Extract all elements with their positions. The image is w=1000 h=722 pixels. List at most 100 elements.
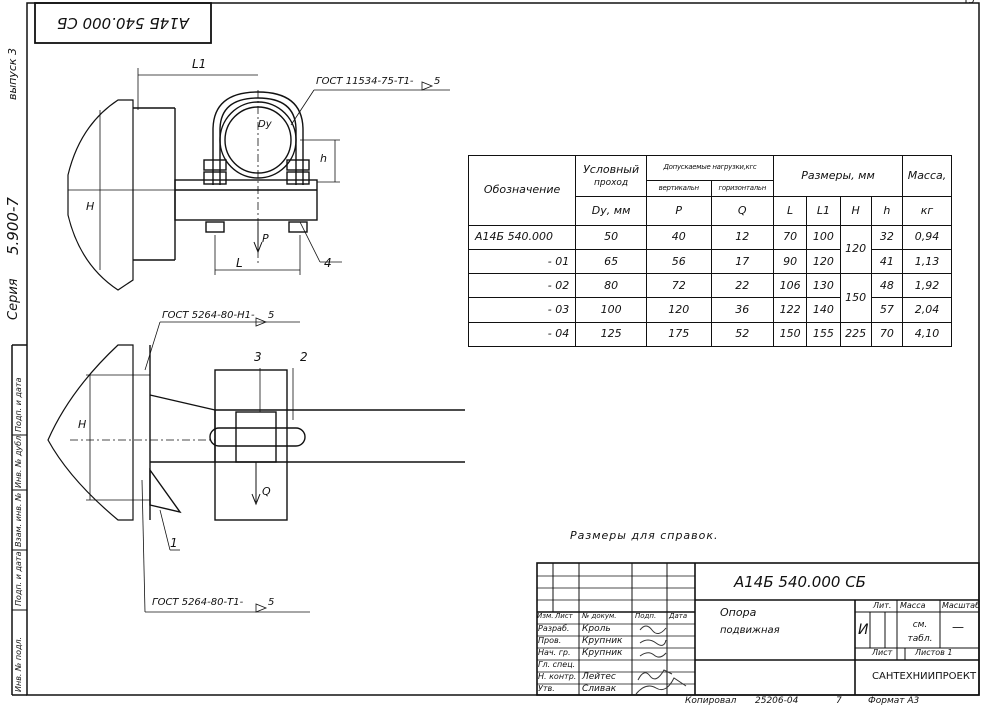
cell-mass: 0,94 [902,224,952,250]
head-date: Дата [669,612,688,620]
head-change: Изм. [537,612,554,620]
side-cell-1: Инв. № подл. [14,636,23,692]
cell-L1: 130 [806,273,841,299]
cell-dy: 80 [575,273,647,299]
role-name: Кроль [582,624,611,634]
item-3-label: 3 [254,350,262,364]
cell-dy: 125 [575,321,647,348]
title-name-line2: подвижная [720,625,780,636]
mass-label: Масса [900,601,926,610]
role-label: Утв. [538,684,555,693]
dim-h-label: h [320,152,327,165]
col-bore-line1: Условный [583,162,640,176]
signature-2 [639,639,667,646]
role-name: Крупник [582,636,623,646]
col-P-header: P [645,196,712,226]
role-label: Пров. [538,636,562,645]
footer-number: 25206-04 [755,696,799,706]
col-h-header: h [870,196,904,226]
signature-5 [635,677,687,695]
sheets-label: Листов 1 [915,648,953,657]
dim-H-label-bottom: H [78,418,87,431]
col-bore-line2: проход [594,177,629,188]
item-2-label: 2 [300,350,308,364]
series-number: 5.900-7 [4,197,22,255]
item-4-label: 4 [324,256,332,270]
cell-q: 22 [710,273,774,299]
head-sheet: Лист [555,612,573,620]
signature-4 [637,669,673,681]
role-name: Лейтес [582,672,616,682]
col-mass-unit: кг [902,196,952,226]
top-view [67,68,450,291]
bottom-view [47,317,465,613]
cell-L: 150 [772,321,808,348]
cell-L1: 140 [806,297,841,323]
weld-leg-bottom: 5 [268,597,275,608]
cell-dy: 65 [575,248,647,275]
cell-h: 57 [870,297,904,323]
cell-designation: - 01 [467,248,577,275]
cell-L: 122 [772,297,808,323]
role-label: Гл. спец. [538,660,576,669]
cell-mass: 1,13 [902,248,952,275]
cell-p: 175 [645,321,712,348]
side-cell-4: Инв. № дубл. [14,433,23,488]
scale-label: Масштаб [942,601,981,610]
table-row: - 03 100 120 36 122 140 57 2,04 [467,297,952,323]
title-designation: А14Б 540.000 СБ [734,573,866,591]
col-L-header: L [772,196,808,226]
load-Q-label: Q [262,485,271,498]
table-row: - 04 125 175 52 150 155 225 70 4,10 [467,321,952,348]
cell-H: 150 [839,273,872,323]
lit-value: И [858,622,869,638]
table-row: - 01 65 56 17 90 120 41 1,13 [467,248,952,275]
lit-label: Лит. [873,601,892,610]
gost-callout-mid: ГОСТ 5264-80-Н1- [162,310,255,321]
title-block-grid [536,562,980,696]
cell-designation: - 03 [467,297,577,323]
gost-callout-top: ГОСТ 11534-75-Т1- [316,76,414,87]
corner-number: 5 [969,0,975,6]
signature-1 [639,625,667,634]
col-Q-header: Q [710,196,774,226]
cell-L: 70 [772,224,808,250]
cell-q: 52 [710,321,774,348]
cell-q: 17 [710,248,774,275]
cell-h: 70 [870,321,904,348]
weld-leg-mid: 5 [268,310,275,321]
col-mass-header: Масса, [902,154,952,198]
cell-q: 36 [710,297,774,323]
reference-note: Размеры для справок. [570,529,719,542]
col-H-header: H [839,196,872,226]
cell-p: 56 [645,248,712,275]
footer-format: Формат А3 [868,696,920,706]
dim-L-label: L [236,256,243,270]
dim-Dy-label: Dу [258,119,272,130]
cell-designation: - 04 [467,321,577,348]
col-loads-header: Допускаемые нагрузки,кгс [645,154,774,182]
table-row: А14Б 540.000 50 40 12 70 100 120 32 0,94 [467,224,952,275]
cell-p: 120 [645,297,712,323]
cell-H: 225 [839,321,872,348]
cell-mass: 4,10 [902,321,952,348]
cell-L1: 155 [806,321,841,348]
table-row: - 02 80 72 22 106 130 150 48 1,92 [467,273,952,323]
cell-mass: 1,92 [902,273,952,299]
cell-dy: 100 [575,297,647,323]
head-sign: Подп. [635,612,657,620]
cell-h: 41 [870,248,904,275]
title-name-line1: Опора [720,606,757,619]
cell-p: 40 [645,224,712,250]
side-cell-2: Подп. и дата [14,551,23,607]
cell-L: 106 [772,273,808,299]
col-vertical-header: вертикальн [645,180,712,198]
cell-L1: 120 [806,248,841,275]
company-name: САНТЕХНИИПРОЕКТ [872,671,977,682]
cell-mass: 2,04 [902,297,952,323]
scale-value: — [952,620,964,634]
col-bore-header: Условный проход [575,154,647,198]
cell-L: 90 [772,248,808,275]
